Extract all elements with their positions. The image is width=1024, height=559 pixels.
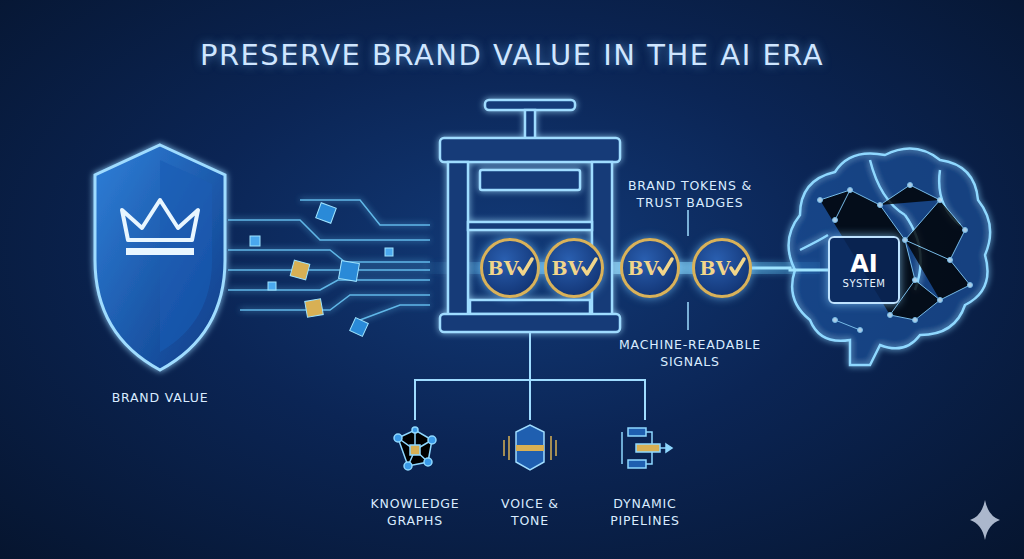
node-text: BV — [628, 257, 673, 279]
brain-network — [818, 183, 973, 333]
knowledge-graph-icon — [394, 427, 436, 470]
branch-lines — [415, 332, 645, 420]
caption-label: DYNAMIC PIPELINES — [590, 496, 700, 530]
caption-label: VOICE & TONE — [490, 496, 570, 530]
node-text: AI — [850, 251, 878, 277]
diagram-title: PRESERVE BRAND VALUE IN THE AI ERA — [0, 38, 1024, 72]
node-text: BV — [552, 257, 597, 279]
trust-badge: BV — [480, 238, 540, 298]
caption-label: MACHINE-READABLE SIGNALS — [615, 337, 765, 371]
ai-system-box: AISYSTEM — [828, 236, 900, 304]
node-text: BV — [488, 257, 533, 279]
press-machine — [440, 100, 620, 332]
trust-badge: BV — [544, 238, 604, 298]
caption-label: KNOWLEDGE GRAPHS — [360, 496, 470, 530]
pipeline-icon — [622, 428, 672, 468]
brain-icon — [789, 149, 991, 365]
node-text: BV — [700, 257, 745, 279]
voice-tone-icon — [504, 425, 556, 470]
node-text: SYSTEM — [843, 278, 886, 289]
data-cubes — [250, 203, 393, 337]
signal-beam — [752, 268, 828, 270]
caption-label: BRAND TOKENS & TRUST BADGES — [615, 178, 765, 212]
shield-icon — [95, 145, 225, 370]
sparkle-mark — [970, 500, 1000, 540]
trust-badge: BV — [620, 238, 680, 298]
caption-label: BRAND VALUE — [90, 390, 230, 407]
trust-badge: BV — [692, 238, 752, 298]
